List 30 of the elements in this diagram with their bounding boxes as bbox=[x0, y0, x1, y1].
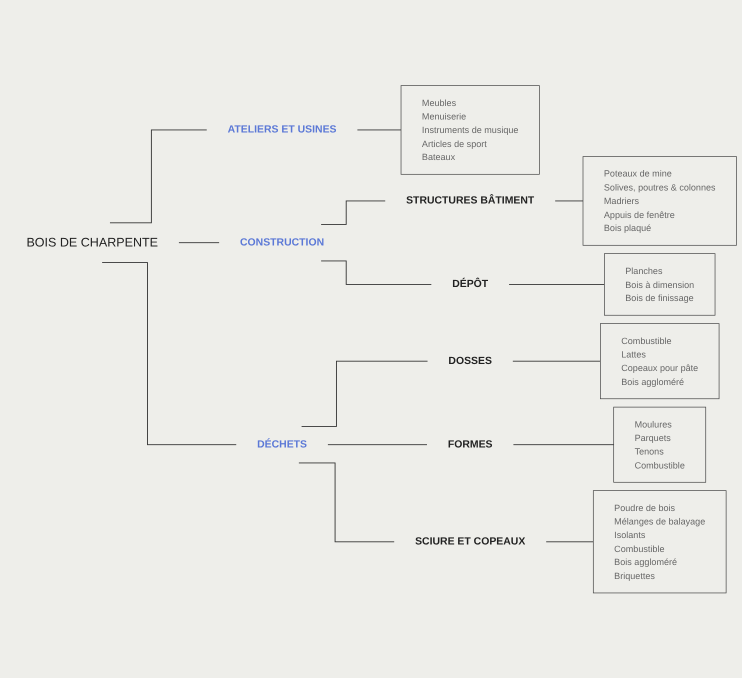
connector bbox=[508, 284, 605, 285]
node-text: FORMES bbox=[448, 438, 493, 450]
connector bbox=[178, 242, 220, 243]
node-box bbox=[582, 156, 737, 246]
connector bbox=[327, 444, 428, 445]
connector bbox=[320, 260, 432, 285]
connector bbox=[102, 262, 237, 445]
node-text: DÉPÔT bbox=[452, 278, 488, 290]
connector bbox=[512, 360, 601, 362]
node-text: DÉCHETS bbox=[257, 438, 308, 450]
node-box bbox=[400, 84, 540, 174]
connector bbox=[356, 129, 402, 130]
node-text: CONSTRUCTION bbox=[240, 236, 324, 248]
connector bbox=[554, 200, 584, 202]
node-box bbox=[604, 253, 716, 316]
connector bbox=[298, 462, 395, 542]
node-box bbox=[592, 490, 726, 594]
node-box bbox=[613, 406, 706, 482]
node-text: STRUCTURES BÂTIMENT bbox=[406, 194, 534, 206]
node-text: ATELIERS ET USINES bbox=[228, 123, 336, 136]
node-box bbox=[600, 322, 720, 399]
tree-diagram: BOIS DE CHARPENTE ATELIERS ET USINES Meubles Menuiserie Instruments de musique Articles de sport Bateaux CONSTRUCTION STRUCTURES BÂTIMENT Poteaux de mine Solives, poutres & colonnes Madriers Appuis de fenêtre Bois plaqué DÉPÔT Planches Bois à dimension Bois de finissage DÉCHETS DOSSES Combustible Lattes Copeaux pour pâte Bois aggloméré FORMES Moulures Parquets Tenons Combustible SCIURE ET COPEAUX Poudre de bois Mélanges de balayage Isolants Combustible Bois aggloméré Briquettes bbox=[0, 80, 742, 598]
connector bbox=[320, 200, 386, 225]
node-text: SCIURE ET COPEAUX bbox=[415, 535, 526, 547]
connector bbox=[546, 541, 594, 542]
connector bbox=[512, 444, 614, 445]
node-text: BOIS DE CHARPENTE bbox=[26, 235, 158, 250]
connector bbox=[301, 360, 428, 427]
node-text: DOSSES bbox=[448, 354, 492, 366]
connector bbox=[109, 129, 208, 224]
